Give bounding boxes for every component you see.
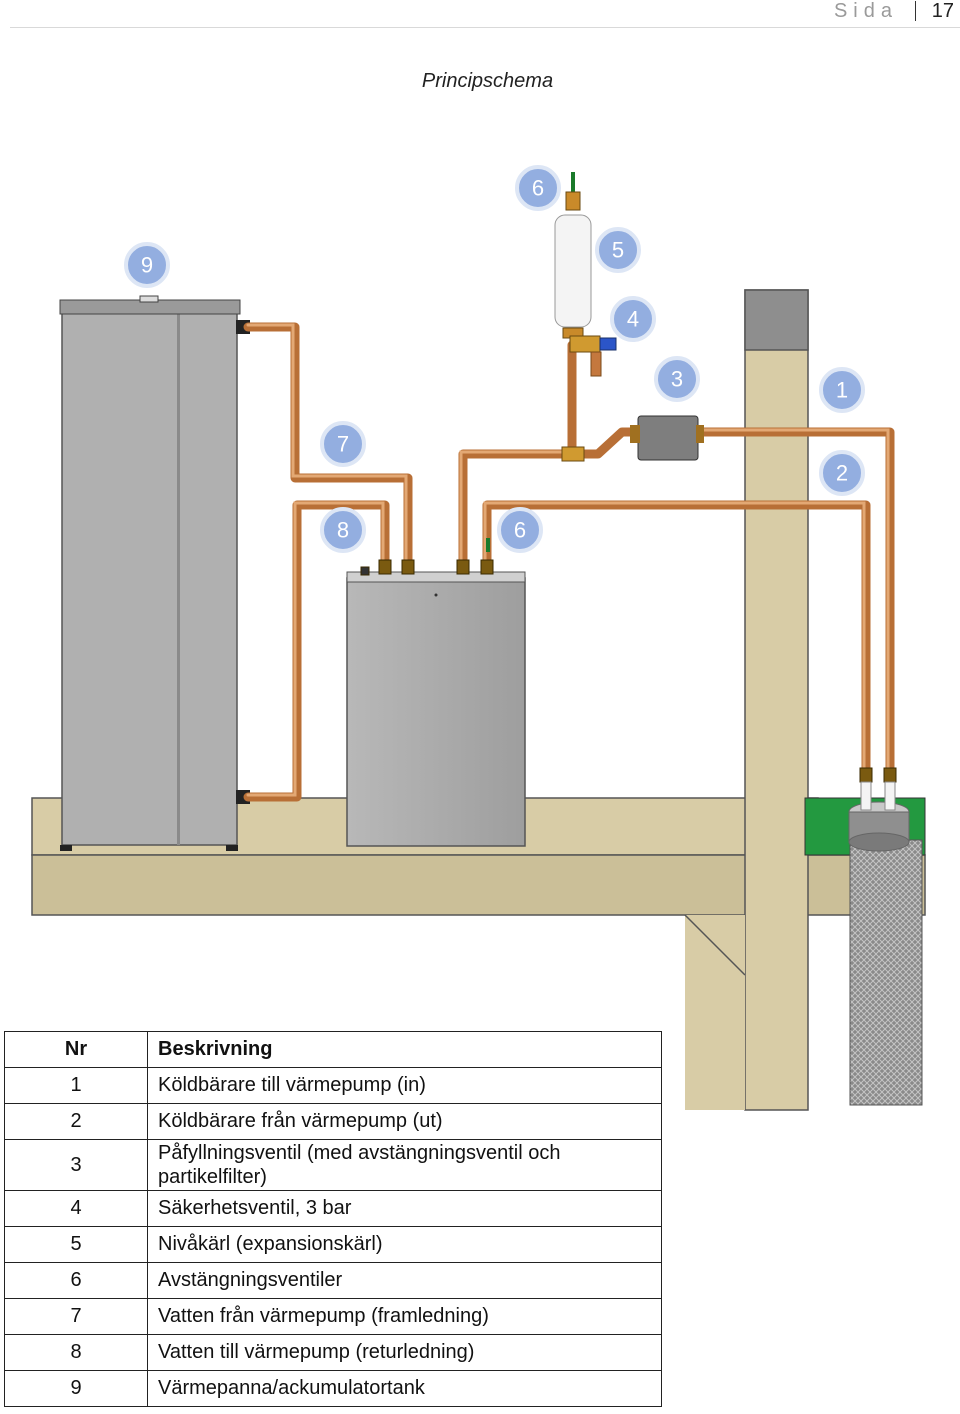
callout-3: 3 xyxy=(654,356,700,402)
callout-9: 9 xyxy=(124,242,170,288)
page-label: Sida xyxy=(833,0,898,22)
table-row: 5 Nivåkärl (expansionskärl) xyxy=(4,1226,662,1263)
filling-valve-filter xyxy=(630,415,704,461)
row-description: Vatten till värmepump (returledning) xyxy=(147,1334,662,1371)
callout-8: 8 xyxy=(320,507,366,553)
table-row: 8 Vatten till värmepump (returledning) xyxy=(4,1334,662,1371)
callout-6-bottom: 6 xyxy=(497,507,543,553)
callout-4: 4 xyxy=(610,296,656,342)
callout-5: 5 xyxy=(595,227,641,273)
row-number: 1 xyxy=(4,1067,148,1104)
copper-pipes xyxy=(243,322,895,802)
callout-label: 6 xyxy=(514,518,526,543)
table-row: 3 Påfyllningsventil (med avstängningsven… xyxy=(4,1139,662,1191)
row-number: 3 xyxy=(4,1139,148,1191)
callout-label: 4 xyxy=(627,307,639,332)
column-header-nr: Nr xyxy=(4,1031,148,1068)
row-description: Nivåkärl (expansionskärl) xyxy=(147,1226,662,1263)
table-row: 4 Säkerhetsventil, 3 bar xyxy=(4,1190,662,1227)
column-header-description: Beskrivning xyxy=(147,1031,662,1068)
callout-label: 9 xyxy=(141,253,153,278)
row-number: 6 xyxy=(4,1262,148,1299)
row-number: 5 xyxy=(4,1226,148,1263)
accumulator-tank xyxy=(59,295,250,851)
table-row: 9 Värmepanna/ackumulatortank xyxy=(4,1370,662,1407)
tee-fitting xyxy=(561,446,585,462)
table-row: 6 Avstängningsventiler xyxy=(4,1262,662,1299)
safety-valve xyxy=(569,335,617,377)
row-number: 7 xyxy=(4,1298,148,1335)
table-row: 7 Vatten från värmepump (framledning) xyxy=(4,1298,662,1335)
row-number: 2 xyxy=(4,1103,148,1140)
row-description: Vatten från värmepump (framledning) xyxy=(147,1298,662,1335)
row-description: Påfyllningsventil (med avstängningsventi… xyxy=(147,1139,662,1191)
borehole xyxy=(848,801,923,1106)
row-description: Värmepanna/ackumulatortank xyxy=(147,1370,662,1407)
expansion-vessel xyxy=(554,214,592,339)
page-number: 17 xyxy=(931,0,954,22)
callout-2: 2 xyxy=(819,450,865,496)
wall xyxy=(684,289,809,1111)
callout-label: 8 xyxy=(337,518,349,543)
callout-label: 5 xyxy=(612,238,624,263)
diagram-caption: Principschema xyxy=(421,70,554,92)
legend-header-row: Nr Beskrivning xyxy=(4,1031,662,1068)
table-row: 1 Köldbärare till värmepump (in) xyxy=(4,1067,662,1104)
pipe-highlights xyxy=(246,323,890,797)
row-description: Avstängningsventiler xyxy=(147,1262,662,1299)
callout-label: 7 xyxy=(337,432,349,457)
callout-1: 1 xyxy=(819,367,865,413)
callout-6-top: 6 xyxy=(515,165,561,211)
pipe-fittings xyxy=(360,559,897,783)
row-number: 9 xyxy=(4,1370,148,1407)
row-description: Säkerhetsventil, 3 bar xyxy=(147,1190,662,1227)
shutoff-valve-lower xyxy=(486,538,490,552)
page-separator xyxy=(915,1,916,21)
callout-label: 3 xyxy=(671,367,683,392)
callout-label: 2 xyxy=(836,461,848,486)
borehole-pipe-ends xyxy=(860,781,896,811)
shutoff-valve-upper xyxy=(565,172,581,211)
table-row: 2 Köldbärare från värmepump (ut) xyxy=(4,1103,662,1140)
row-description: Köldbärare till värmepump (in) xyxy=(147,1067,662,1104)
row-description: Köldbärare från värmepump (ut) xyxy=(147,1103,662,1140)
callout-label: 1 xyxy=(836,378,848,403)
header-rule xyxy=(10,27,960,28)
row-number: 8 xyxy=(4,1334,148,1371)
heat-pump xyxy=(346,571,526,847)
legend-table: Nr Beskrivning 1 Köldbärare till värmepu… xyxy=(4,1031,662,1407)
row-number: 4 xyxy=(4,1190,148,1227)
page-header: Sida 17 xyxy=(0,0,960,28)
callout-label: 6 xyxy=(532,176,544,201)
callout-7: 7 xyxy=(320,421,366,467)
